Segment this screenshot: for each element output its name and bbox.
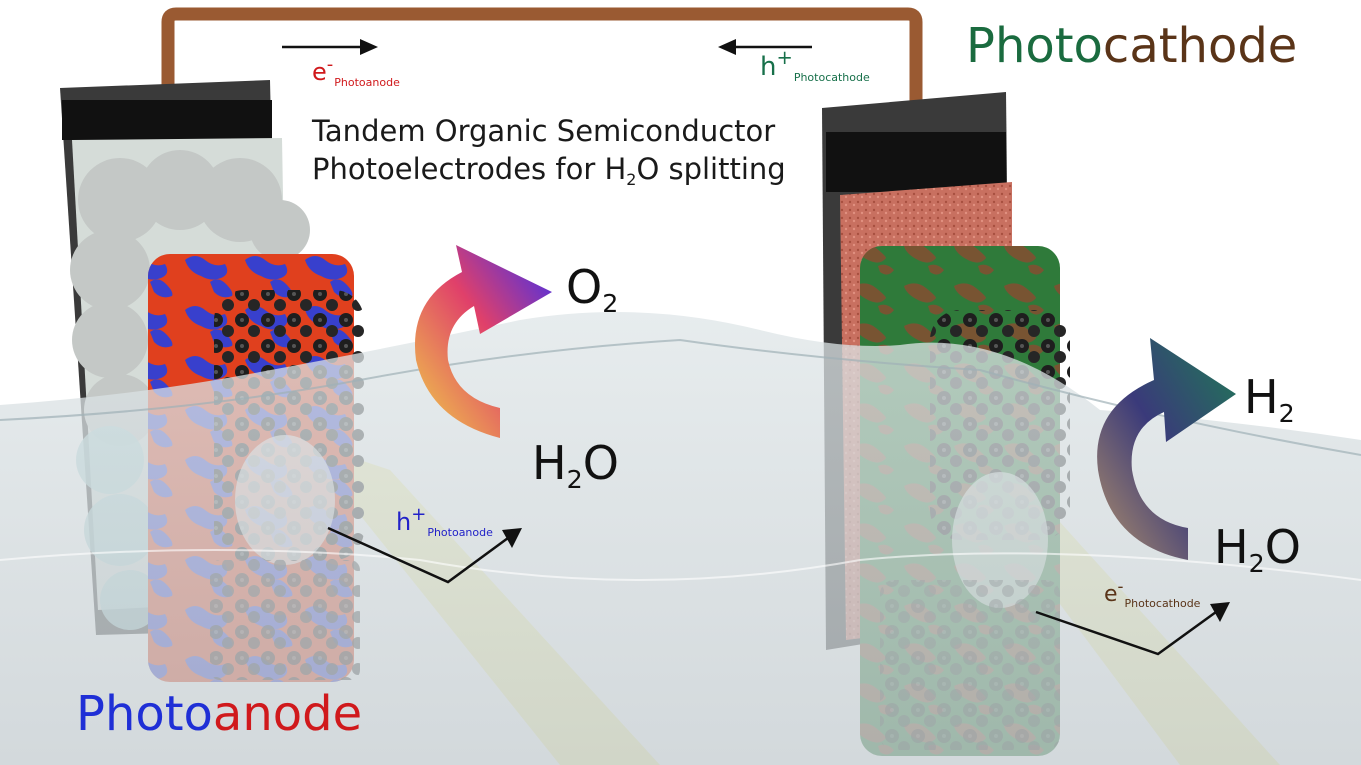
electron-transfer-arrow: [1035, 602, 1230, 656]
photocathode-hole-label: h+Photocathode: [760, 46, 870, 84]
electron-flow-arrow-top: [282, 39, 378, 55]
title-line-1: Tandem Organic Semiconductor: [312, 114, 776, 148]
hydrogen-label: H2: [1244, 370, 1295, 428]
oxygen-label: O2: [566, 260, 619, 318]
photocathode-electron-label: e-Photocathode: [1104, 576, 1201, 610]
photoanode-hole-label: h+Photoanode: [396, 504, 493, 539]
hole-transfer-arrow: [327, 526, 522, 584]
water-label-cathode: H2O: [1214, 520, 1301, 578]
photoanode-electron-label: e-Photoanode: [312, 54, 400, 89]
photocathode-title-part1: Photo: [966, 18, 1103, 74]
photoanode-title: Photoanode: [76, 690, 362, 738]
photoanode-title-part1: Photo: [76, 686, 213, 742]
water-electrolyte: [0, 312, 1361, 765]
photoanode-title-part2: anode: [212, 686, 363, 742]
photocathode-title: Photocathode: [966, 22, 1297, 70]
oxygen-evolution-arrow: [414, 245, 552, 438]
external-circuit-wire: [161, 7, 923, 107]
photocathode-title-part2: cathode: [1102, 18, 1298, 74]
title-line-2: Photoelectrodes for H2O splitting: [312, 152, 786, 189]
hole-flow-arrow-top: [718, 39, 812, 55]
hydrogen-evolution-arrow: [1097, 338, 1236, 560]
water-label-anode: H2O: [532, 436, 619, 494]
diagram-title: Tandem Organic Semiconductor Photoelectr…: [312, 112, 786, 193]
